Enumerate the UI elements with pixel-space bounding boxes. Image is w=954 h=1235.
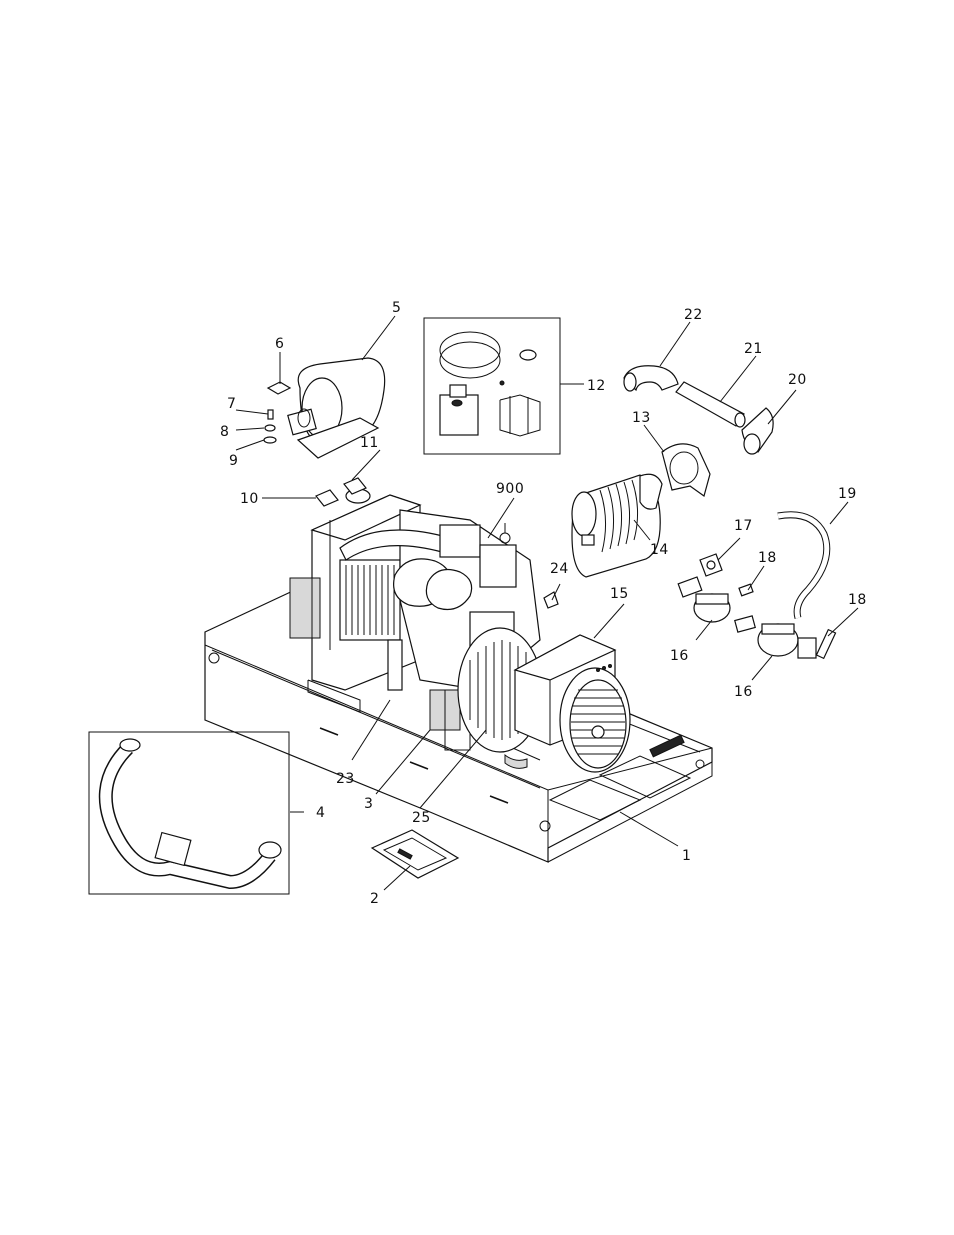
callout-900: 900 bbox=[496, 481, 524, 497]
callout-22: 22 bbox=[684, 307, 703, 323]
muffler-hardware bbox=[264, 382, 290, 443]
tray-2 bbox=[372, 830, 458, 878]
callout-11: 11 bbox=[360, 435, 379, 451]
callout-25: 25 bbox=[412, 810, 431, 826]
callout-13: 13 bbox=[632, 410, 651, 426]
callout-18a: 18 bbox=[758, 550, 777, 566]
callout-12: 12 bbox=[587, 378, 606, 394]
callout-14: 14 bbox=[650, 542, 669, 558]
callout-7: 7 bbox=[227, 396, 236, 412]
callout-5: 5 bbox=[392, 300, 401, 316]
callout-6: 6 bbox=[275, 336, 284, 352]
kit-box-12 bbox=[424, 318, 560, 454]
callout-2: 2 bbox=[370, 891, 379, 907]
callout-24: 24 bbox=[550, 561, 569, 577]
callout-21: 21 bbox=[744, 341, 763, 357]
air-cleaner bbox=[572, 444, 710, 577]
callout-8: 8 bbox=[220, 424, 229, 440]
callout-19: 19 bbox=[838, 486, 857, 502]
callout-20: 20 bbox=[788, 372, 807, 388]
callout-16a: 16 bbox=[670, 648, 689, 664]
callout-4: 4 bbox=[316, 805, 325, 821]
callout-15: 15 bbox=[610, 586, 629, 602]
callout-16b: 16 bbox=[734, 684, 753, 700]
callout-18b: 18 bbox=[848, 592, 867, 608]
fuel-components bbox=[678, 515, 835, 659]
callout-17: 17 bbox=[734, 518, 753, 534]
callout-9: 9 bbox=[229, 453, 238, 469]
callout-1: 1 bbox=[682, 848, 691, 864]
callout-23: 23 bbox=[336, 771, 355, 787]
callout-10: 10 bbox=[240, 491, 259, 507]
callout-3: 3 bbox=[364, 796, 373, 812]
exhaust-box-4 bbox=[89, 732, 289, 894]
